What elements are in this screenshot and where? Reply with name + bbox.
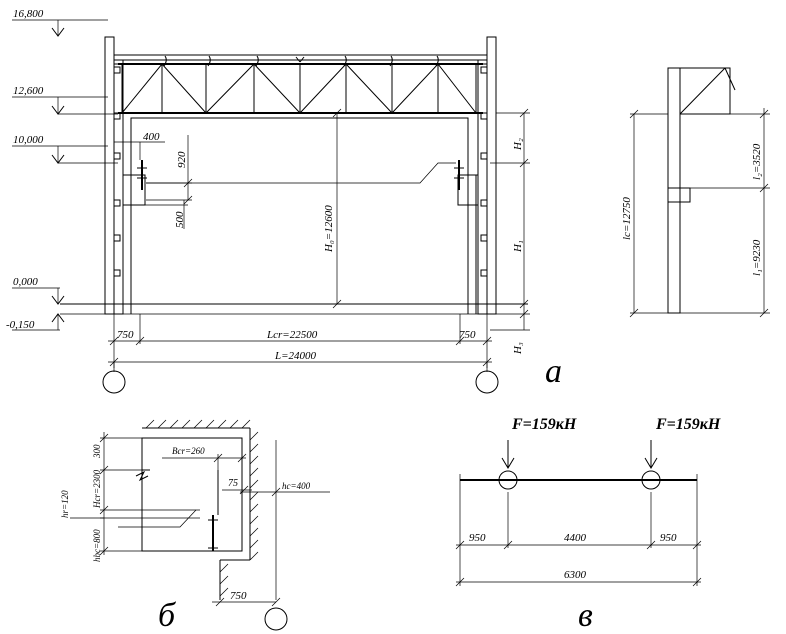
beam-dim-950-right: 950 xyxy=(660,532,677,544)
elevation-16800: 16,800 xyxy=(13,8,44,20)
span-dimension: L=24000 xyxy=(274,350,317,362)
bracket-500: 500 xyxy=(174,211,186,228)
beam-diagram: в xyxy=(455,440,702,634)
h0-dimension: H₀=12600 xyxy=(323,205,335,253)
bottom-dims xyxy=(108,314,492,368)
bracket-dims xyxy=(114,135,193,229)
beam-dim-950-left: 950 xyxy=(469,532,486,544)
crane-dim-hr: hr=120 xyxy=(60,490,70,518)
wall-hatch xyxy=(142,419,259,600)
beam-total-6300: 6300 xyxy=(564,569,587,581)
axis-marker-left xyxy=(102,370,126,394)
elevation-10000: 10,000 xyxy=(13,134,44,146)
axis-marker-crane xyxy=(264,607,288,631)
bracket-920: 920 xyxy=(176,151,188,168)
frame-panel: 16,800 12,600 10,000 0,000 -0,150 xyxy=(6,8,562,394)
l2-dimension: l₂=3520 xyxy=(751,143,763,180)
roof-truss xyxy=(113,54,488,114)
wheel-left xyxy=(498,470,518,490)
left-column xyxy=(104,36,147,315)
beam-dim-4400: 4400 xyxy=(564,532,587,544)
lc-dimension: lc=12750 xyxy=(621,197,633,240)
axis-marker-right xyxy=(475,370,499,394)
crane-gap-75: 75 xyxy=(228,478,238,489)
elevation-12600: 12,600 xyxy=(13,85,44,97)
crane-dim-300: 300 xyxy=(92,444,102,459)
bracket-400: 400 xyxy=(143,131,160,143)
h3-label: H₃ xyxy=(512,342,524,355)
panel-label-b: б xyxy=(158,597,177,634)
crane-detail: б xyxy=(70,419,330,634)
l1-dimension: l₁=9230 xyxy=(751,239,763,276)
crane-hc: hc=400 xyxy=(282,481,311,491)
crane-bcr: Bcr=260 xyxy=(172,446,205,456)
load-label-left: F=159кН xyxy=(511,416,577,433)
bottom-dim-750-left: 750 xyxy=(117,329,134,341)
crane-dim-hcr: Hcr=2300 xyxy=(92,469,102,509)
h2-label: H₂ xyxy=(512,138,524,151)
panel-label-v: в xyxy=(578,597,593,634)
elevation-0000: 0,000 xyxy=(13,276,38,288)
crane-offset-750: 750 xyxy=(230,590,247,602)
crane-dim-hbc: hbc=800 xyxy=(92,529,102,562)
bottom-dim-750-right: 750 xyxy=(459,329,476,341)
elevation-minus-0150: -0,150 xyxy=(6,319,35,331)
elevation-markers xyxy=(12,19,118,331)
right-column xyxy=(454,36,497,315)
wheel-right xyxy=(641,470,661,490)
load-label-right: F=159кН xyxy=(655,416,721,433)
panel-label-a: а xyxy=(545,353,562,390)
lcr-dimension: Lcr=22500 xyxy=(266,329,318,341)
h1-label: H₁ xyxy=(512,240,524,253)
column-scheme xyxy=(629,67,770,318)
height-dims xyxy=(490,108,530,331)
